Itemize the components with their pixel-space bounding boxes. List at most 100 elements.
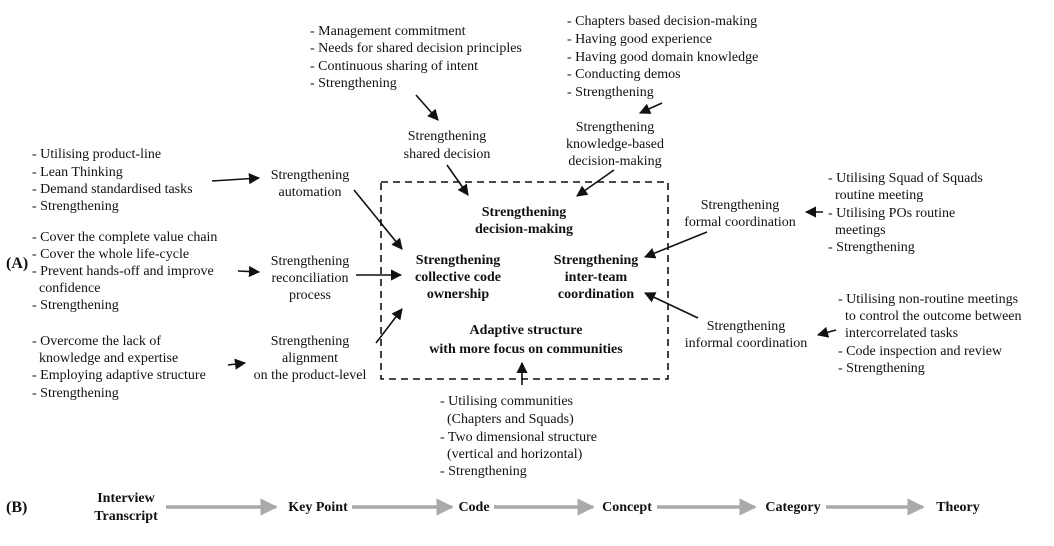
code-reconciliation-2: - Cover the whole life-cycle <box>32 247 189 262</box>
concept-alignment-line-2: alignment <box>282 351 338 366</box>
category-interteam-line-3: coordination <box>558 287 634 302</box>
concept-knowledge-decision-line-1: Strengthening <box>576 120 655 135</box>
code-informal-1: - Utilising non-routine meetings <box>838 292 1018 307</box>
code-communities-1: - Utilising communities <box>440 394 573 409</box>
code-shared-3: - Continuous sharing of intent <box>310 59 478 74</box>
concept-formal-coordination: Strengthening formal coordination <box>684 198 796 230</box>
arrow-codes-to-automation <box>211 173 261 185</box>
pipeline-step-1-line-1: Interview <box>97 491 155 506</box>
code-alignment-4: - Strengthening <box>32 386 119 401</box>
code-knowledge-4: - Conducting demos <box>567 67 681 82</box>
category-adaptive-line-1: Adaptive structure <box>470 323 583 338</box>
arrow-knowledge-to-decision <box>576 169 615 197</box>
arrow-automation-to-ownership <box>353 189 403 250</box>
category-collective-ownership: Strengthening collective code ownership <box>415 253 501 302</box>
concept-alignment-line-1: Strengthening <box>271 334 350 349</box>
concept-reconciliation-line-1: Strengthening <box>271 254 350 269</box>
codes-reconciliation: - Cover the complete value chain - Cover… <box>32 230 217 313</box>
codes-informal-coordination: - Utilising non-routine meetings to cont… <box>838 292 1022 376</box>
concept-reconciliation-line-2: reconciliation <box>272 271 349 286</box>
concept-shared-decision: Strengthening shared decision <box>404 129 491 162</box>
category-ownership-line-3: ownership <box>427 287 489 302</box>
category-box <box>380 181 669 380</box>
arrow-informal-to-interteam <box>643 292 699 319</box>
panel-label-b: (B) <box>6 499 27 516</box>
code-reconciliation-4: confidence <box>32 281 100 296</box>
code-automation-4: - Strengthening <box>32 199 119 214</box>
concept-reconciliation-line-3: process <box>289 288 331 303</box>
category-adaptive-structure: Adaptive structure with more focus on co… <box>429 323 623 357</box>
pipeline-step-1-line-2: Transcript <box>94 509 158 524</box>
code-alignment-1: - Overcome the lack of <box>32 334 161 349</box>
concept-automation-line-1: Strengthening <box>271 168 350 183</box>
category-decision-line-1: Strengthening <box>482 205 567 220</box>
arrow-alignment-to-ownership <box>375 308 403 344</box>
concept-shared-decision-line-2: shared decision <box>404 147 491 162</box>
code-knowledge-2: - Having good experience <box>567 32 712 47</box>
concept-knowledge-decision: Strengthening knowledge-based decision-m… <box>566 120 664 169</box>
codes-automation: - Utilising product-line - Lean Thinking… <box>32 147 193 214</box>
pipeline-step-6: Theory <box>936 500 980 515</box>
pipeline-step-3: Code <box>458 500 489 515</box>
codes-shared-decision: - Management commitment - Needs for shar… <box>310 24 522 91</box>
code-automation-3: - Demand standardised tasks <box>32 182 193 197</box>
concept-reconciliation: Strengthening reconciliation process <box>271 254 350 303</box>
codes-formal-coordination: - Utilising Squad of Squads routine meet… <box>828 171 983 255</box>
code-knowledge-1: - Chapters based decision-making <box>567 14 757 29</box>
code-communities-4: (vertical and horizontal) <box>440 447 583 462</box>
category-ownership-line-1: Strengthening <box>416 253 501 268</box>
code-knowledge-5: - Strengthening <box>567 85 654 100</box>
code-formal-4: meetings <box>828 223 886 238</box>
code-reconciliation-3: - Prevent hands-off and improve <box>32 264 214 279</box>
codes-alignment: - Overcome the lack of knowledge and exp… <box>32 334 206 401</box>
arrow-codes-to-shared-decision <box>415 94 439 121</box>
concept-knowledge-decision-line-3: decision-making <box>568 154 661 169</box>
code-communities-5: - Strengthening <box>440 464 527 479</box>
arrow-codes-to-reconciliation <box>237 265 261 278</box>
concept-shared-decision-line-1: Strengthening <box>408 129 487 144</box>
category-adaptive-line-2: with more focus on communities <box>429 342 623 357</box>
category-interteam-line-2: inter-team <box>565 270 628 285</box>
concept-alignment-line-3: on the product-level <box>254 368 367 383</box>
concept-automation: Strengthening automation <box>271 168 350 200</box>
code-formal-5: - Strengthening <box>828 240 915 255</box>
code-reconciliation-1: - Cover the complete value chain <box>32 230 217 245</box>
concept-alignment: Strengthening alignment on the product-l… <box>254 334 367 383</box>
category-interteam-line-1: Strengthening <box>554 253 639 268</box>
concept-informal-line-1: Strengthening <box>707 319 786 334</box>
concept-formal-line-1: Strengthening <box>701 198 780 213</box>
category-decision-line-2: decision-making <box>475 222 573 237</box>
code-alignment-2: knowledge and expertise <box>32 351 178 366</box>
category-inter-team: Strengthening inter-team coordination <box>554 253 639 302</box>
arrow-codes-to-alignment <box>227 358 247 370</box>
arrow-shared-to-decision <box>446 164 469 196</box>
concept-formal-line-2: formal coordination <box>684 215 796 230</box>
panel-label-a: (A) <box>6 255 28 272</box>
concept-knowledge-decision-line-2: knowledge-based <box>566 137 664 152</box>
category-ownership-line-2: collective code <box>415 270 501 285</box>
code-informal-2: to control the outcome between <box>838 309 1022 324</box>
concept-informal-coordination: Strengthening informal coordination <box>685 319 807 351</box>
category-decision-making: Strengthening decision-making <box>475 205 573 237</box>
code-automation-1: - Utilising product-line <box>32 147 161 162</box>
codes-communities: - Utilising communities (Chapters and Sq… <box>440 394 597 479</box>
pipeline: Interview Transcript Key Point Code Conc… <box>94 491 980 524</box>
code-reconciliation-5: - Strengthening <box>32 298 119 313</box>
code-informal-3: intercorrelated tasks <box>838 326 958 341</box>
pipeline-step-2: Key Point <box>288 500 348 515</box>
code-formal-3: - Utilising POs routine <box>828 206 955 221</box>
code-shared-2: - Needs for shared decision principles <box>310 41 522 56</box>
concept-automation-line-2: automation <box>279 185 342 200</box>
arrow-codes-to-knowledge <box>638 102 663 114</box>
arrow-formal-to-interteam <box>643 231 708 259</box>
pipeline-step-4: Concept <box>602 500 652 515</box>
concept-informal-line-2: informal coordination <box>685 336 807 351</box>
code-automation-2: - Lean Thinking <box>32 165 123 180</box>
code-shared-4: - Strengthening <box>310 76 397 91</box>
code-formal-2: routine meeting <box>828 188 923 203</box>
code-informal-5: - Strengthening <box>838 361 925 376</box>
code-knowledge-3: - Having good domain knowledge <box>567 50 758 65</box>
pipeline-step-5: Category <box>765 500 820 515</box>
codes-knowledge-decision: - Chapters based decision-making - Havin… <box>567 14 758 100</box>
